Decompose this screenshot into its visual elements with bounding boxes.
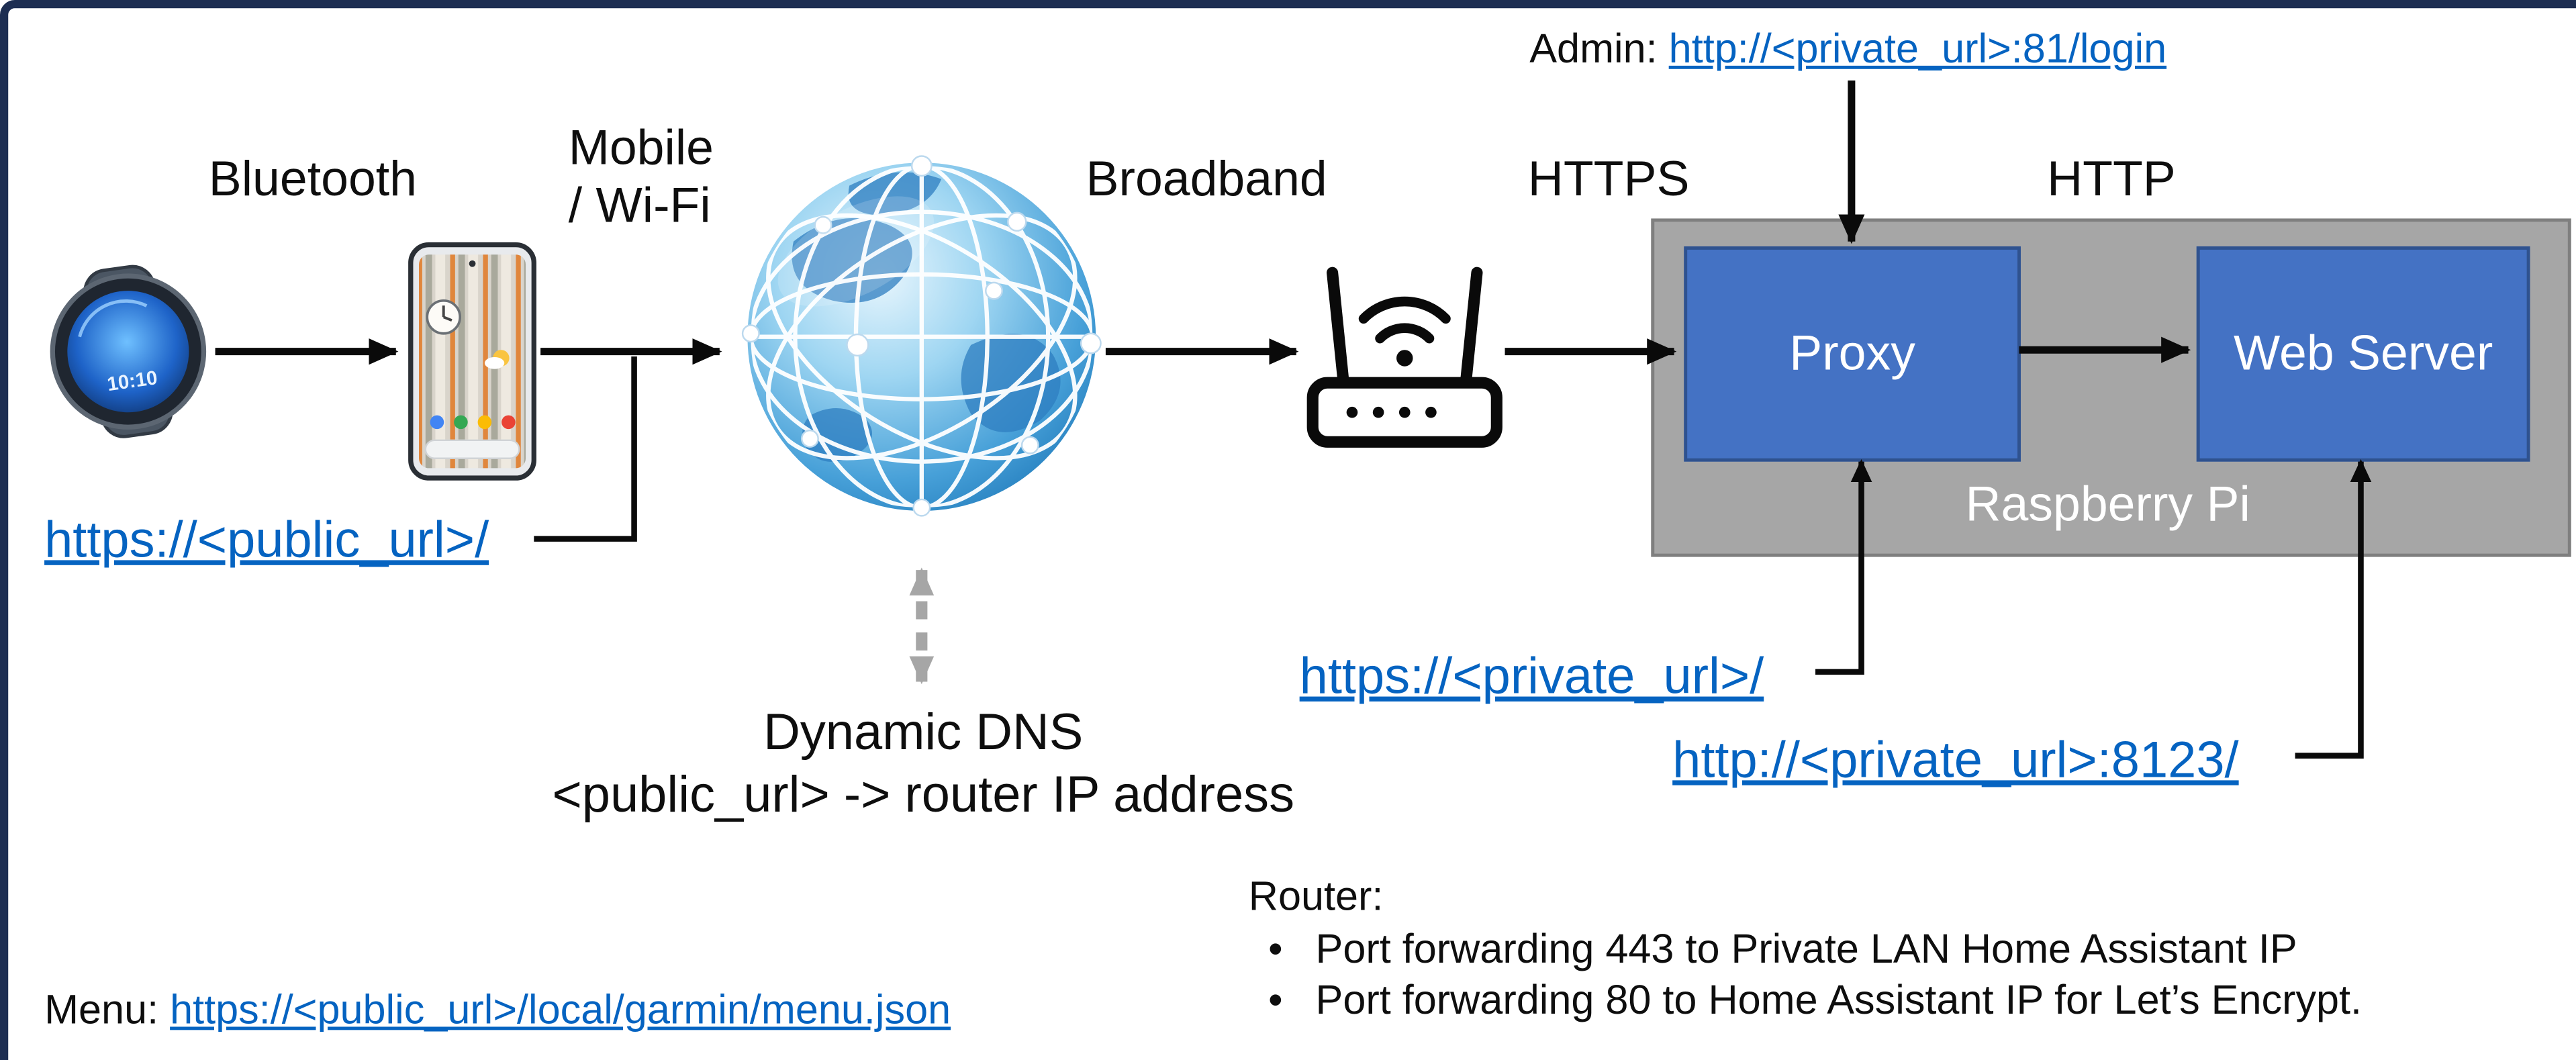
router-note-text-2: Port forwarding 80 to Home Assistant IP … — [1315, 977, 2363, 1024]
wifi-dot — [1396, 350, 1413, 367]
smartphone-icon — [408, 242, 536, 481]
menu-line: Menu: https://<public_url>/local/garmin/… — [44, 987, 951, 1035]
label-broadband: Broadband — [1086, 152, 1327, 207]
public-url-link[interactable]: https://<public_url>/ — [44, 511, 489, 569]
connector-layer: 10:10 — [50, 80, 2372, 759]
menu-url-link[interactable]: https://<public_url>/local/garmin/menu.j… — [170, 987, 951, 1034]
phone-app-icons — [430, 415, 516, 430]
label-mobile-wifi: Mobile / Wi-Fi — [569, 120, 714, 235]
phone-camera-dot — [469, 260, 476, 267]
router-icon — [1306, 267, 1502, 448]
router-note-text-1: Port forwarding 443 to Private LAN Home … — [1315, 926, 2297, 973]
smartwatch-icon: 10:10 — [50, 264, 207, 438]
web-server-node: Web Server — [2196, 246, 2530, 462]
phone-search-bar — [424, 439, 520, 459]
label-mobile-line2: / Wi-Fi — [568, 179, 711, 234]
label-bluetooth: Bluetooth — [208, 152, 418, 207]
internet-globe-icon — [741, 155, 1102, 517]
connector-8123-to-webserver — [2295, 459, 2372, 759]
connector-public-url — [534, 356, 637, 542]
dynamic-dns-title: Dynamic DNS — [763, 703, 1084, 761]
raspberry-pi-label: Raspberry Pi — [1965, 478, 2250, 532]
admin-url-link[interactable]: http://<private_url>:81/login — [1668, 26, 2167, 73]
proxy-label: Proxy — [1789, 326, 1915, 381]
private-url-link[interactable]: https://<private_url>/ — [1299, 647, 1764, 705]
label-mobile-line1: Mobile — [568, 122, 714, 176]
web-server-label: Web Server — [2234, 326, 2493, 381]
label-https: HTTPS — [1527, 152, 1690, 207]
router-note-item: Port forwarding 443 to Private LAN Home … — [1268, 926, 2297, 974]
admin-prefix: Admin: — [1529, 26, 1669, 73]
network-nodes — [741, 155, 1102, 517]
connector-private-url-to-proxy — [1815, 459, 1872, 675]
label-http: HTTP — [2047, 152, 2176, 207]
router-notes-title: Router: — [1248, 873, 1384, 920]
private-url-8123-link[interactable]: http://<private_url>:8123/ — [1672, 730, 2239, 789]
proxy-node: Proxy — [1684, 246, 2021, 462]
wifi-arc-small — [1375, 323, 1435, 344]
wifi-arc-large — [1358, 296, 1451, 324]
dns-mapping-text: <public_url> -> router IP address — [552, 765, 1295, 823]
menu-prefix: Menu: — [44, 987, 171, 1034]
admin-line: Admin: http://<private_url>:81/login — [1529, 26, 2166, 74]
router-note-item: Port forwarding 80 to Home Assistant IP … — [1268, 977, 2363, 1025]
